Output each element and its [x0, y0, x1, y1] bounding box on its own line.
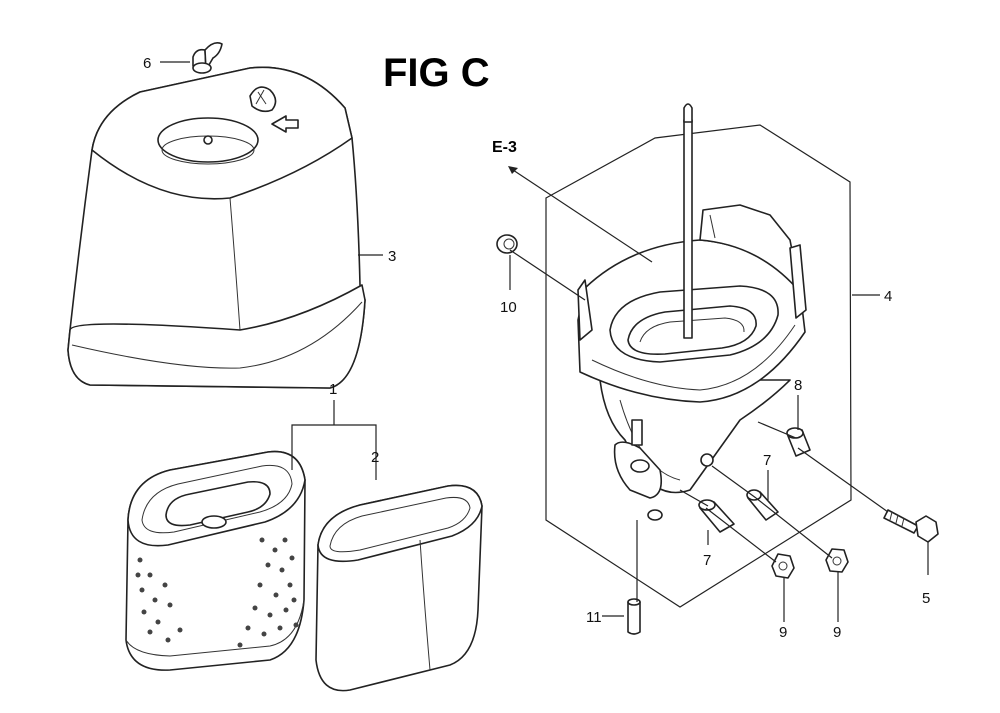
callout-10: 10 [500, 299, 517, 316]
figure-title: FIG C [383, 51, 490, 95]
wing-nut [192, 42, 223, 74]
air-cleaner-cover [67, 66, 366, 389]
callout-9-left: 9 [779, 624, 787, 641]
collar-8 [786, 427, 811, 457]
callout-9-right: 9 [833, 624, 841, 641]
callout-7-lower: 7 [703, 552, 711, 569]
callout-2: 2 [371, 449, 379, 466]
air-cleaner-base-group [545, 124, 852, 608]
callout-6: 6 [143, 55, 151, 72]
drain-tube-11 [627, 598, 641, 635]
bolt-5 [883, 509, 939, 543]
callout-7-upper: 7 [763, 452, 771, 469]
callout-8: 8 [794, 377, 802, 394]
callout-11: 11 [586, 609, 602, 626]
reference-e3: E-3 [492, 139, 517, 156]
nut-9-left [771, 553, 795, 579]
callout-3: 3 [388, 248, 396, 265]
grommet-10 [496, 234, 518, 254]
leader-lines [160, 61, 929, 622]
collar-7-upper [746, 489, 779, 521]
callout-5: 5 [922, 590, 930, 607]
callout-1: 1 [329, 381, 337, 398]
pre-cleaner [315, 484, 483, 692]
air-filter-element [125, 450, 306, 671]
nut-9-right [825, 548, 849, 573]
air-cleaner-base [577, 103, 807, 521]
callout-4: 4 [884, 288, 892, 305]
